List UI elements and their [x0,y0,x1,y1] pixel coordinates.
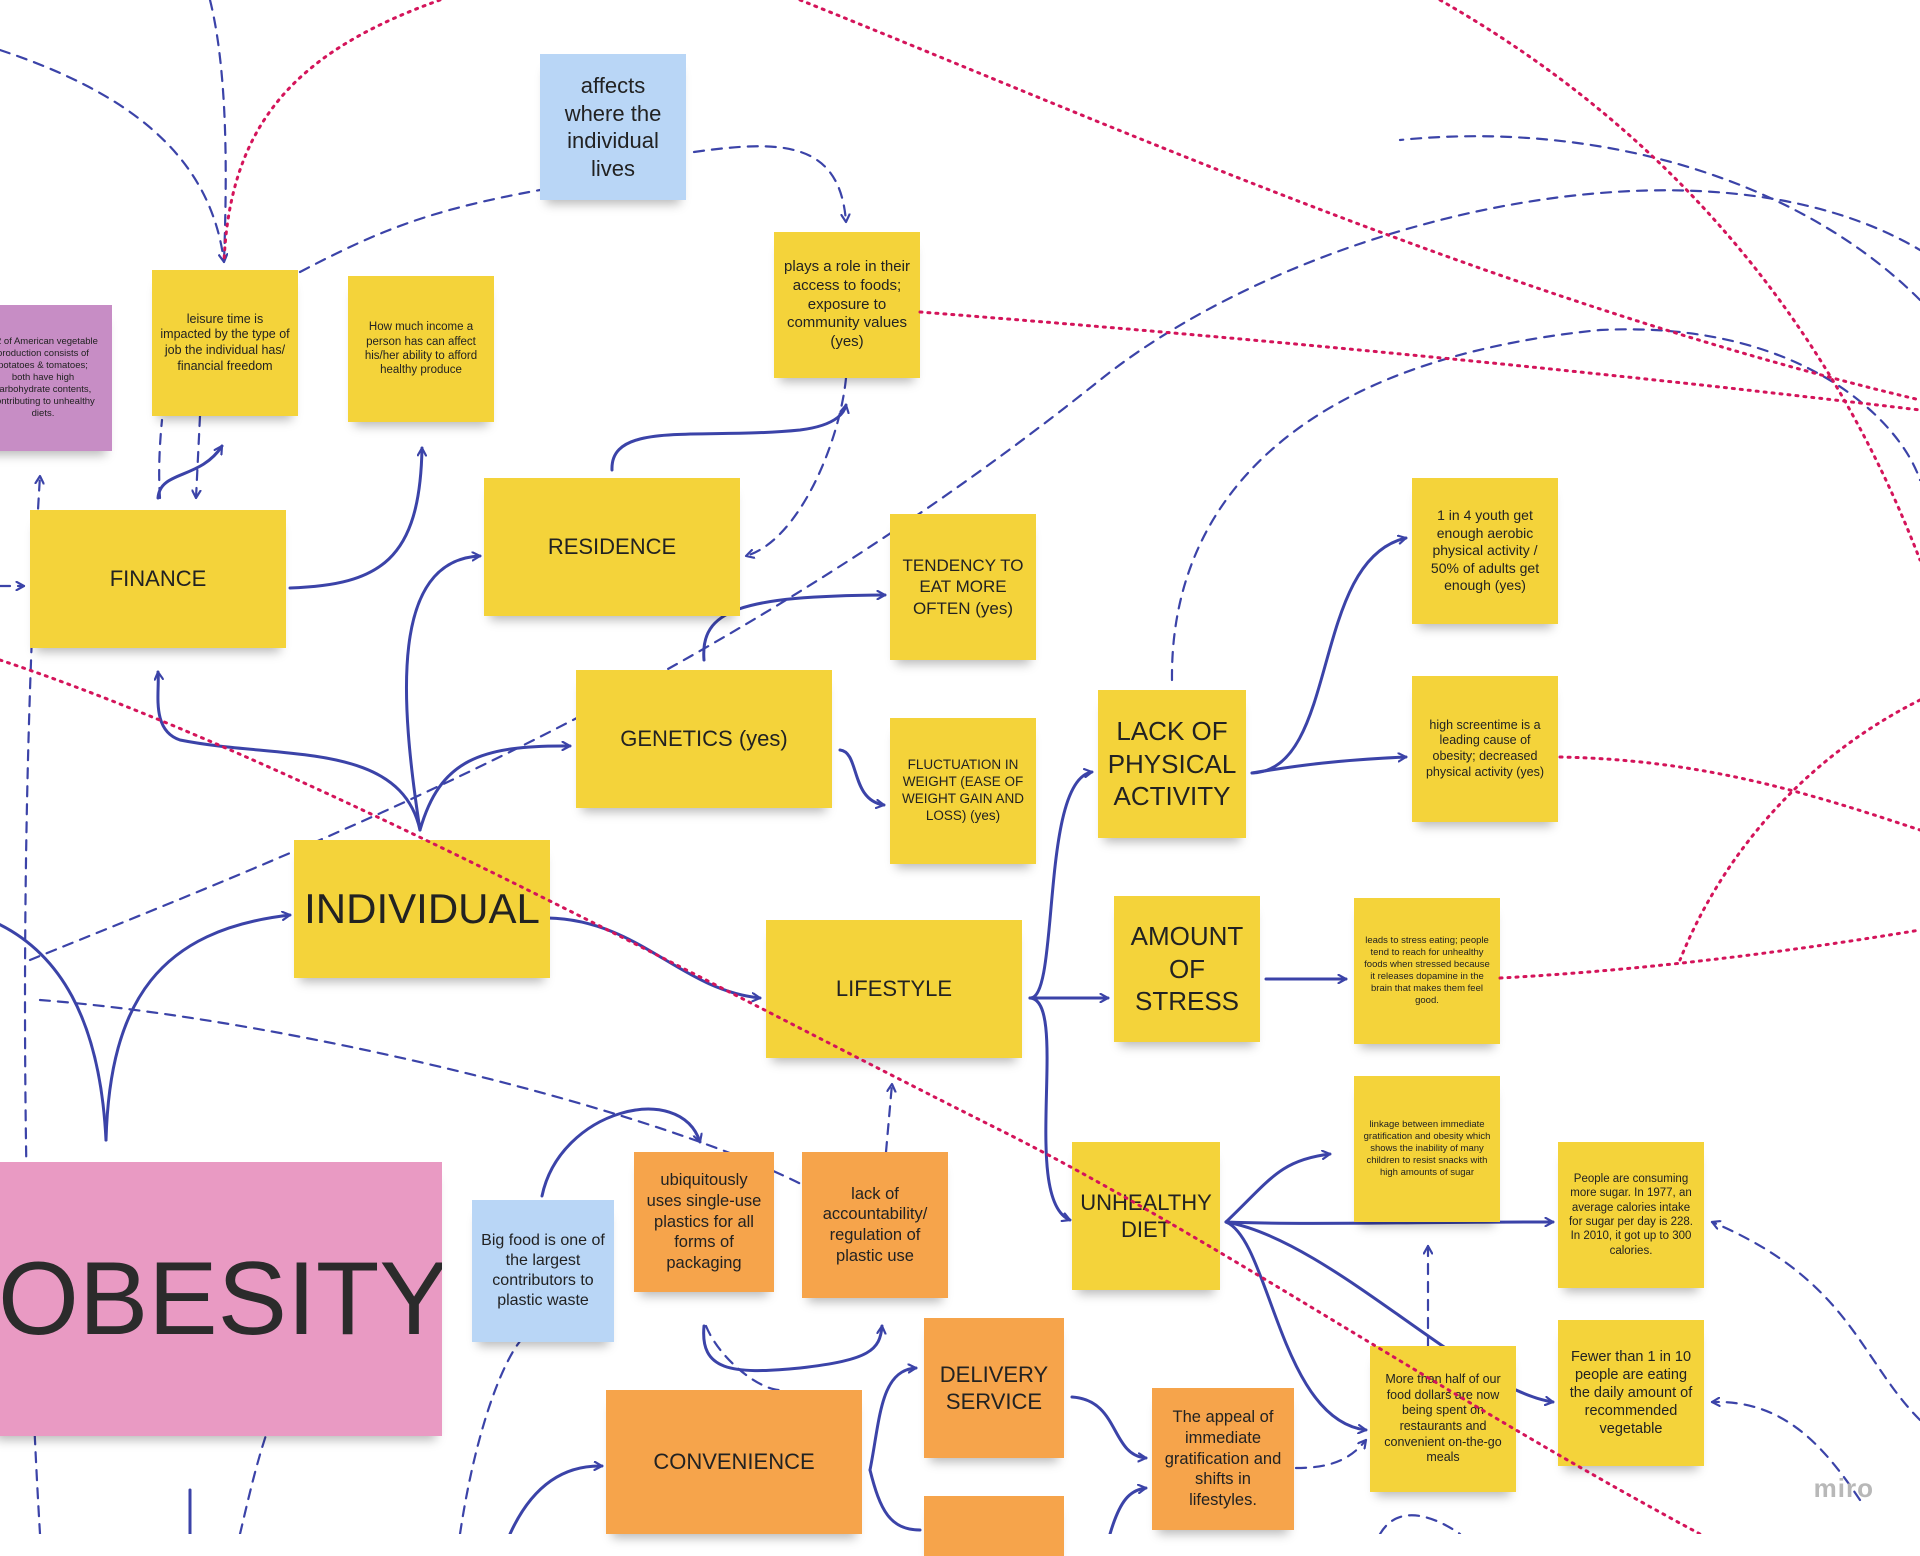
dashed-affects-to-plays-role [692,145,846,224]
note-screentime[interactable]: high screentime is a leading cause of ob… [1412,676,1558,822]
note-text: 1 in 4 youth get enough aerobic physical… [1430,507,1540,594]
node-label: UNHEALTHY DIET [1080,1189,1212,1243]
node-lack-of-physical-activity[interactable]: LACK OF PHYSICAL ACTIVITY [1098,690,1246,838]
arrow-lifestyle-to-diet [1028,996,1072,1220]
note-food-dollars[interactable]: More than half of our food dollars are n… [1370,1346,1516,1492]
dashed-right-to-sugar [1710,1222,1920,1422]
note-text: The appeal of immediate gratification an… [1164,1408,1282,1509]
note-text: Fewer than 1 in 10 people are eating the… [1569,1348,1693,1438]
arrow-convenience-to-lower [868,1468,922,1532]
node-label: FINANCE [109,566,207,592]
arrow-individual-to-residence [405,556,482,832]
dashed-single-use-to-convenience [704,1324,782,1392]
node-genetics[interactable]: GENETICS (yes) [576,670,832,808]
note-text: 1/2 of American vegetable production con… [0,336,98,419]
arrow-lifestyle-to-activity [1028,772,1094,1000]
note-gratification-link[interactable]: linkage between immediate gratification … [1354,1076,1500,1222]
node-unhealthy-diet[interactable]: UNHEALTHY DIET [1072,1142,1220,1290]
arrow-finance-to-income [288,446,422,590]
arrow-diet-to-sugar [1224,1222,1555,1223]
note-vegetable[interactable]: Fewer than 1 in 10 people are eating the… [1558,1320,1704,1466]
dashed-top-right-to-leisure [208,0,227,264]
node-label: INDIVIDUAL [304,884,540,932]
note-income[interactable]: How much income a person has can affect … [348,276,494,422]
note-text: People are consuming more sugar. In 1977… [1568,1172,1693,1257]
arrow-genetics-to-fluctuation [838,748,886,805]
note-stress-eating[interactable]: leads to stress eating; people tend to r… [1354,898,1500,1044]
note-text: Big food is one of the largest contribut… [481,1232,605,1309]
node-individual[interactable]: INDIVIDUAL [294,840,550,978]
dashed-bottom-loop [1378,1514,1462,1534]
arrow-residence-to-plays-role [610,403,846,472]
note-single-use-plastics[interactable]: ubiquitously uses single-use plastics fo… [634,1152,774,1292]
note-text: lack of accountability/ regulation of pl… [822,1184,928,1265]
node-lifestyle[interactable]: LIFESTYLE [766,920,1022,1058]
note-text: linkage between immediate gratification … [1363,1119,1491,1178]
note-text: leads to stress eating; people tend to r… [1364,935,1490,1006]
dashed-appeal-to-food-dollars [1294,1438,1368,1470]
note-youth-activity[interactable]: 1 in 4 youth get enough aerobic physical… [1412,478,1558,624]
note-fluctuation[interactable]: FLUCTUATION IN WEIGHT (EASE OF WEIGHT GA… [890,718,1036,864]
note-text: ubiquitously uses single-use plastics fo… [646,1171,762,1272]
node-label: LACK OF PHYSICAL ACTIVITY [1107,716,1237,812]
arrow-individual-to-finance [158,670,422,832]
note-text: affects where the individual lives [564,73,662,181]
arrow-single-use-to-accountability [702,1324,882,1373]
node-label: AMOUNT OF STRESS [1130,921,1244,1017]
arrow-delivery-to-appeal [1070,1395,1148,1458]
node-residence[interactable]: RESIDENCE [484,478,740,616]
arrow-obesity-to-individual [104,915,292,1142]
note-appeal[interactable]: The appeal of immediate gratification an… [1152,1388,1294,1530]
note-accountability[interactable]: lack of accountability/ regulation of pl… [802,1152,948,1298]
arrow-appeal-lower [1108,1488,1148,1534]
node-delivery-service[interactable]: DELIVERY SERVICE [924,1318,1064,1458]
node-label: OBESITY [0,1241,442,1357]
dashed-accountability-to-lifestyle [884,1082,892,1154]
miro-watermark: miro [1813,1473,1874,1503]
arrow-individual-to-lifestyle [546,916,762,998]
dashed-finance-to-leisure-2 [158,418,164,500]
node-convenience[interactable]: CONVENIENCE [606,1390,862,1534]
dashed-plays-role-to-residence [744,376,848,556]
dashed-leisure-to-affects [298,188,542,274]
note-text: high screentime is a leading cause of ob… [1425,717,1545,779]
note-text: leisure time is impacted by the type of … [160,311,290,373]
arrow-obesity-left-branch [0,923,108,1142]
node-label: CONVENIENCE [653,1449,815,1475]
node-label: RESIDENCE [547,534,677,560]
arrow-left-to-convenience [508,1466,604,1534]
note-text: FLUCTUATION IN WEIGHT (EASE OF WEIGHT GA… [901,757,1024,823]
note-text: More than half of our food dollars are n… [1384,1372,1502,1465]
note-american-veg[interactable]: 1/2 of American vegetable production con… [0,305,112,451]
note-text: plays a role in their access to foods; e… [784,258,910,351]
node-label: DELIVERY SERVICE [939,1361,1049,1415]
note-tendency[interactable]: TENDENCY TO EAT MORE OFTEN (yes) [890,514,1036,660]
dashed-top-to-leisure [0,48,224,264]
arrow-convenience-to-delivery [868,1368,918,1472]
note-big-food[interactable]: Big food is one of the largest contribut… [472,1200,614,1342]
node-label: GENETICS (yes) [620,726,788,752]
arrow-finance-to-leisure [156,444,224,500]
node-amount-of-stress[interactable]: AMOUNT OF STRESS [1114,896,1260,1042]
node-finance[interactable]: FINANCE [30,510,286,648]
note-text: TENDENCY TO EAT MORE OFTEN (yes) [902,556,1024,618]
note-text: How much income a person has can affect … [364,321,478,377]
note-sugar[interactable]: People are consuming more sugar. In 1977… [1558,1142,1704,1288]
node-obesity[interactable]: OBESITY [0,1162,442,1436]
arrow-activity-to-youth [1250,538,1408,775]
note-plays-role[interactable]: plays a role in their access to foods; e… [774,232,920,378]
arrow-diet-to-gratification [1224,1154,1332,1224]
node-label: LIFESTYLE [835,976,953,1002]
note-orange-partial[interactable] [924,1496,1064,1556]
note-affects-where[interactable]: affects where the individual lives [540,54,686,200]
dashed-big-arc-3 [1398,135,1920,302]
dashed-right-to-vegetable [1710,1402,1862,1502]
dashed-leisure-to-finance [196,414,200,500]
note-leisure-time[interactable]: leisure time is impacted by the type of … [152,270,298,416]
